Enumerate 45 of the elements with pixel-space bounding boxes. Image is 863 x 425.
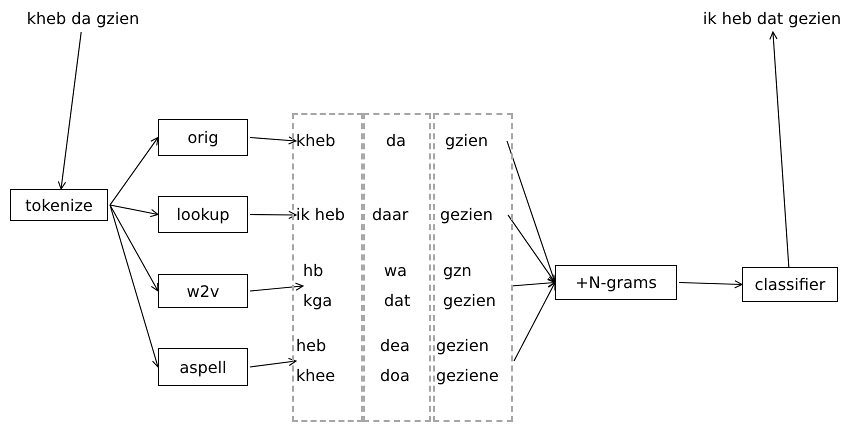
- arrow: [514, 282, 556, 362]
- candidate-word: dea: [380, 335, 411, 357]
- candidate-word: wa: [384, 260, 408, 282]
- arrow: [769, 31, 790, 268]
- process-box: w2v: [158, 274, 248, 308]
- arrow: [250, 136, 297, 145]
- process-box: lookup: [158, 196, 248, 233]
- arrow: [250, 210, 297, 220]
- candidate-column: [363, 113, 431, 422]
- candidate-word: gezien: [440, 200, 506, 230]
- arrow: [506, 140, 557, 284]
- candidate-column: [433, 113, 513, 422]
- candidate-word: doa: [380, 365, 411, 387]
- candidate-word: hb: [303, 260, 324, 282]
- candidate-word: geziene: [436, 365, 500, 387]
- arrow: [678, 280, 743, 288]
- candidate-word: gzien: [445, 126, 505, 156]
- arrow: [250, 282, 304, 292]
- arrow: [110, 204, 159, 292]
- process-box: +N-grams: [555, 265, 677, 300]
- candidate-word: ik heb: [296, 200, 360, 230]
- arrow: [58, 32, 82, 190]
- arrow: [250, 358, 297, 368]
- candidate-word: gzn: [443, 260, 473, 282]
- arrow: [510, 278, 556, 288]
- candidate-word: dat: [384, 290, 412, 312]
- arrow: [110, 136, 159, 206]
- candidate-word: kheb: [296, 126, 350, 156]
- arrow: [109, 204, 160, 368]
- input-output-text: kheb da gzien: [8, 4, 158, 32]
- candidate-word: gezien: [443, 290, 497, 312]
- input-output-text: ik heb dat gezien: [686, 4, 858, 32]
- candidate-word: heb: [296, 335, 328, 357]
- candidate-word: khee: [296, 365, 336, 387]
- candidate-word: gezien: [436, 335, 490, 357]
- arrow: [110, 204, 159, 218]
- candidate-word: daar: [372, 200, 418, 230]
- candidate-word: da: [386, 126, 414, 156]
- candidate-column: [292, 113, 363, 422]
- process-box: classifier: [742, 267, 838, 302]
- process-box: tokenize: [10, 189, 108, 221]
- process-box: aspell: [158, 348, 248, 386]
- arrow: [508, 214, 556, 284]
- candidate-word: kga: [303, 290, 334, 312]
- process-box: orig: [158, 119, 248, 156]
